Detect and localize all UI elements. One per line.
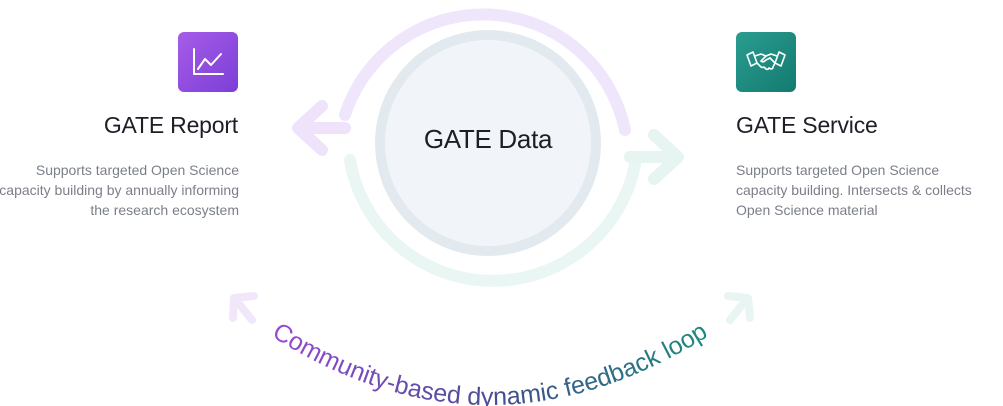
outer-arc-purple — [339, 8, 631, 136]
feedback-arrow-left-icon — [229, 292, 258, 324]
report-icon-tile — [178, 32, 238, 92]
service-icon-tile — [736, 32, 796, 92]
report-title: GATE Report — [103, 112, 238, 138]
arrow-left-icon — [292, 100, 351, 156]
report-description: Supports targeted Open Science capacity … — [0, 162, 239, 218]
line-chart-icon — [193, 48, 224, 75]
outer-arc-teal — [344, 154, 641, 287]
feedback-arrow-right-icon — [724, 292, 754, 324]
handshake-icon — [746, 51, 786, 71]
service-title: GATE Service — [736, 112, 878, 138]
center-label: GATE Data — [423, 124, 553, 154]
center-circle — [375, 30, 601, 256]
arrow-right-icon — [624, 129, 684, 185]
feedback-loop-label: Community-based dynamic feedback loop — [268, 317, 712, 406]
